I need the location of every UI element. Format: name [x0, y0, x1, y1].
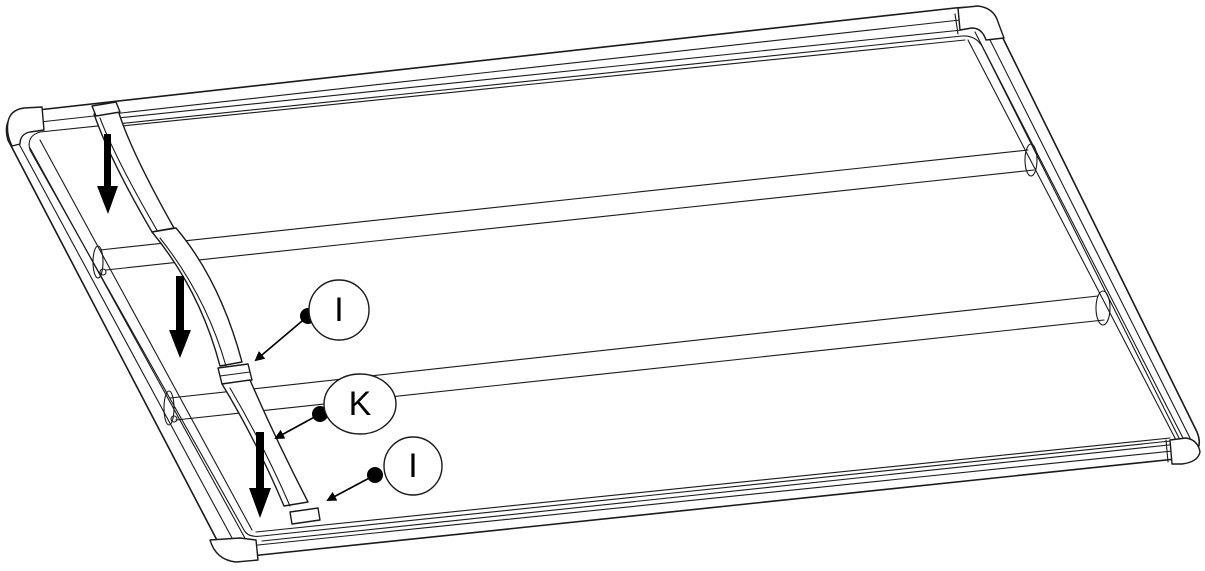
lower-rod-left-bolt	[170, 415, 178, 423]
upper-rod-bottom-edge	[105, 169, 1035, 271]
push-arrows	[97, 134, 271, 518]
bracket-top	[91, 101, 121, 117]
callout-K: K	[274, 373, 397, 439]
corner-bracket-bottom-left	[209, 537, 259, 563]
push-arrow-3	[249, 432, 271, 518]
frame-outer-edge	[5, 6, 1201, 558]
lower-rod-right-end	[1095, 290, 1111, 326]
frame-inner-edge	[28, 35, 1181, 537]
lower-rod-bottom-edge	[175, 319, 1105, 421]
front-rail-line-1	[117, 29, 963, 119]
upper-rod-left-bolt	[99, 268, 107, 276]
frame	[5, 5, 1201, 563]
bracket-middle-line	[219, 371, 251, 377]
front-rail-line-2	[121, 39, 966, 127]
callout-I-lower-label: I	[408, 447, 417, 485]
upper-rod-right-end	[1024, 143, 1038, 177]
upper-rod-left-end	[92, 245, 104, 279]
push-arrow-2	[169, 276, 191, 358]
slats	[91, 101, 321, 525]
corner-bracket-top-left	[6, 106, 45, 147]
back-rail-cap	[1165, 439, 1169, 463]
corner-bracket-bottom-right	[1169, 437, 1201, 465]
back-rail-line-1	[261, 443, 1179, 542]
lower-rod-left-end	[163, 390, 175, 426]
lower-rod-top-edge	[169, 295, 1099, 399]
right-rail-line-2	[967, 39, 1177, 441]
upper-rod-top-edge	[99, 149, 1029, 251]
slat-2-edge	[159, 237, 227, 367]
callout-K-label: K	[349, 385, 372, 423]
left-rail-line-1	[29, 147, 247, 541]
left-rail-line-2	[39, 139, 253, 531]
back-rail-line-2	[255, 437, 1171, 533]
callout-I-lower: I	[326, 436, 443, 501]
cross-rods	[92, 143, 1111, 426]
slat-2	[151, 227, 243, 367]
corner-bracket-top-right	[957, 5, 1005, 41]
push-arrow-1	[97, 134, 118, 214]
slat-1-edge	[99, 117, 159, 233]
callout-I-upper: I	[254, 279, 370, 362]
slat-3	[221, 379, 309, 507]
right-rail-line-1	[974, 31, 1185, 441]
front-rail-cap	[954, 13, 959, 35]
bracket-bottom	[289, 507, 321, 525]
callout-I-upper-label: I	[334, 291, 343, 329]
